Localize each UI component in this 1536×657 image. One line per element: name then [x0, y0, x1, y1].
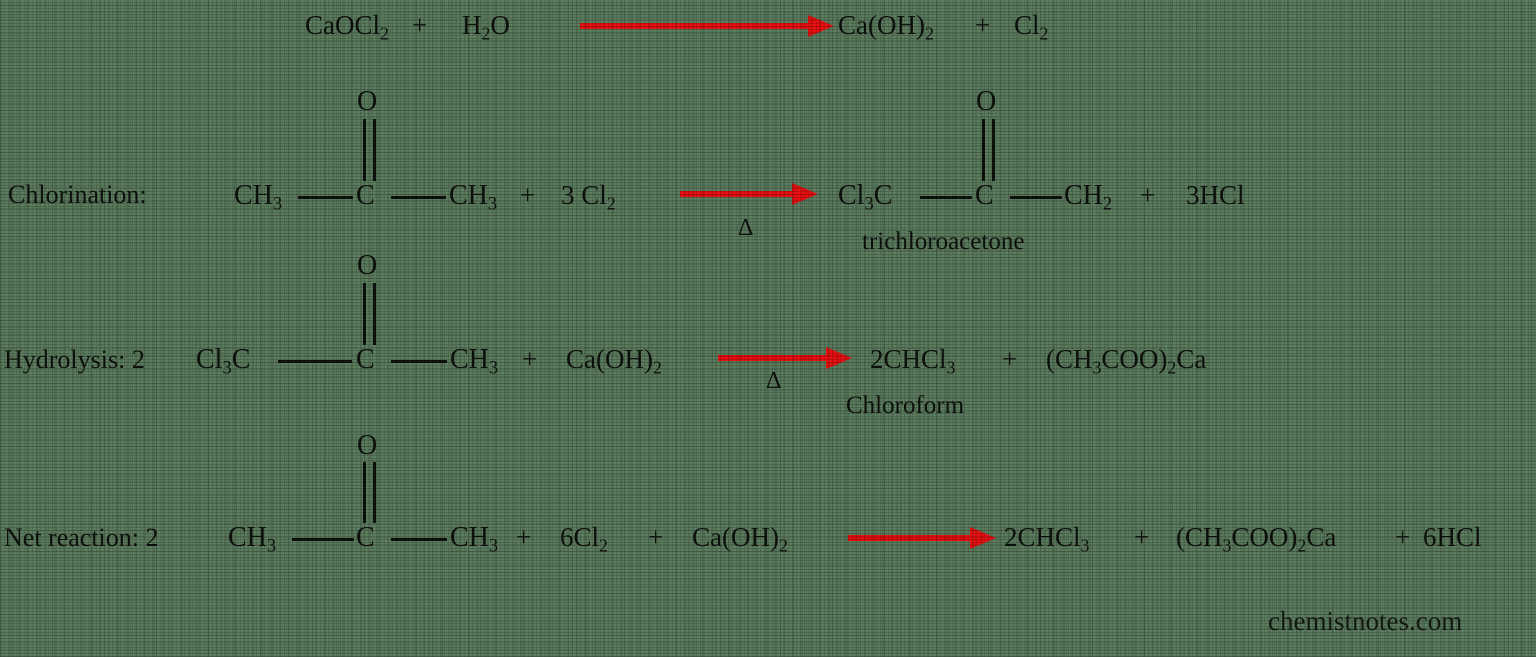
hydrolysis-plus-2: +	[1002, 344, 1018, 374]
trichloroacetone-trichloromethyl: Cl3C	[838, 180, 893, 214]
reaction-arrow-bleaching-powder	[580, 15, 835, 38]
hydrolysis-carbonyl-carbon: C	[356, 344, 375, 375]
trichloroacetone-carbonyl-oxygen: O	[976, 86, 997, 117]
double-bond-line-g	[363, 462, 366, 523]
net-product-chloroform: 2CHCl3	[1004, 522, 1090, 556]
bond-carbonyl-to-ch2	[1010, 196, 1062, 199]
watermark: chemistnotes.com	[1268, 606, 1463, 636]
hydrolysis-product-chloroform: 2CHCl3	[870, 344, 956, 378]
acetone-carbonyl-carbon: C	[356, 180, 375, 211]
bond-net-left-methyl-to-carbonyl	[292, 538, 354, 541]
hydrolysis-carbonyl-oxygen: O	[357, 250, 378, 281]
reaction-arrow-hydrolysis	[718, 347, 858, 370]
acetone-right-methyl: CH3	[449, 180, 498, 214]
bond-hydrolysis-ccl3-to-carbonyl	[278, 360, 352, 363]
net-product-hcl: 6HCl	[1423, 522, 1482, 552]
hydrolysis-reagent-calcium-hydroxide: Ca(OH)2	[566, 344, 662, 378]
product-name-trichloroacetone: trichloroacetone	[862, 228, 1025, 255]
net-carbonyl-carbon: C	[356, 522, 375, 553]
product-name-chloroform: Chloroform	[846, 392, 965, 419]
net-acetone-left-methyl: CH3	[228, 522, 277, 556]
net-acetone-right-methyl: CH3	[450, 522, 499, 556]
net-product-calcium-acetate: (CH3COO)2Ca	[1176, 522, 1337, 556]
net-plus-3: +	[1134, 522, 1150, 552]
double-bond-line-b	[373, 119, 376, 181]
net-carbonyl-oxygen: O	[357, 430, 378, 461]
bleaching-powder-reactant-1: CaOCl2	[305, 10, 389, 44]
bond-hydrolysis-carbonyl-to-methyl	[391, 360, 447, 363]
acetone-left-methyl: CH3	[234, 180, 283, 214]
bleaching-powder-product-2: Cl2	[1014, 10, 1049, 44]
step-label-chlorination: Chlorination:	[8, 180, 147, 209]
chlorination-reagent-chlorine: 3 Cl2	[561, 180, 616, 214]
bond-carbonyl-to-right-methyl	[391, 196, 446, 199]
hydrolysis-product-calcium-acetate: (CH3COO)2Ca	[1046, 344, 1207, 378]
condition-delta-chlorination: Δ	[738, 215, 754, 241]
reaction-arrow-net	[848, 527, 1008, 550]
net-reagent-chlorine: 6Cl2	[560, 522, 608, 556]
double-bond-line-c	[982, 119, 985, 181]
step-label-hydrolysis: Hydrolysis: 2	[4, 345, 145, 374]
bond-net-carbonyl-to-right-methyl	[391, 538, 447, 541]
bleaching-powder-product-1: Ca(OH)2	[838, 10, 934, 44]
double-bond-line-h	[373, 462, 376, 523]
double-bond-line-e	[363, 283, 366, 345]
chlorination-plus-2: +	[1140, 180, 1156, 210]
hydrolysis-methyl: CH3	[450, 344, 499, 378]
condition-delta-hydrolysis: Δ	[766, 368, 782, 394]
step-label-net-reaction: Net reaction: 2	[4, 523, 159, 552]
trichloroacetone-reactant-trichloromethyl: Cl3C	[196, 344, 251, 378]
acetone-carbonyl-oxygen: O	[357, 86, 378, 117]
double-bond-line-a	[363, 119, 366, 181]
double-bond-line-f	[373, 283, 376, 345]
hydrolysis-plus-1: +	[522, 344, 538, 374]
bleaching-powder-plus-2: +	[975, 10, 991, 40]
trichloroacetone-carbonyl-carbon: C	[975, 180, 994, 211]
double-bond-line-d	[992, 119, 995, 181]
bond-ccl3-to-carbonyl	[920, 196, 972, 199]
net-plus-4: +	[1395, 522, 1411, 552]
chlorination-byproduct-hcl: 3HCl	[1186, 180, 1245, 210]
bond-left-methyl-to-carbonyl	[298, 196, 353, 199]
bleaching-powder-reactant-2: H2O	[462, 10, 510, 44]
net-reagent-calcium-hydroxide: Ca(OH)2	[692, 522, 788, 556]
reaction-arrow-chlorination	[680, 183, 820, 206]
net-plus-1: +	[516, 522, 532, 552]
trichloroacetone-methylene: CH2	[1064, 180, 1113, 214]
net-plus-2: +	[648, 522, 664, 552]
bleaching-powder-plus-1: +	[412, 10, 428, 40]
chlorination-plus-1: +	[520, 180, 536, 210]
